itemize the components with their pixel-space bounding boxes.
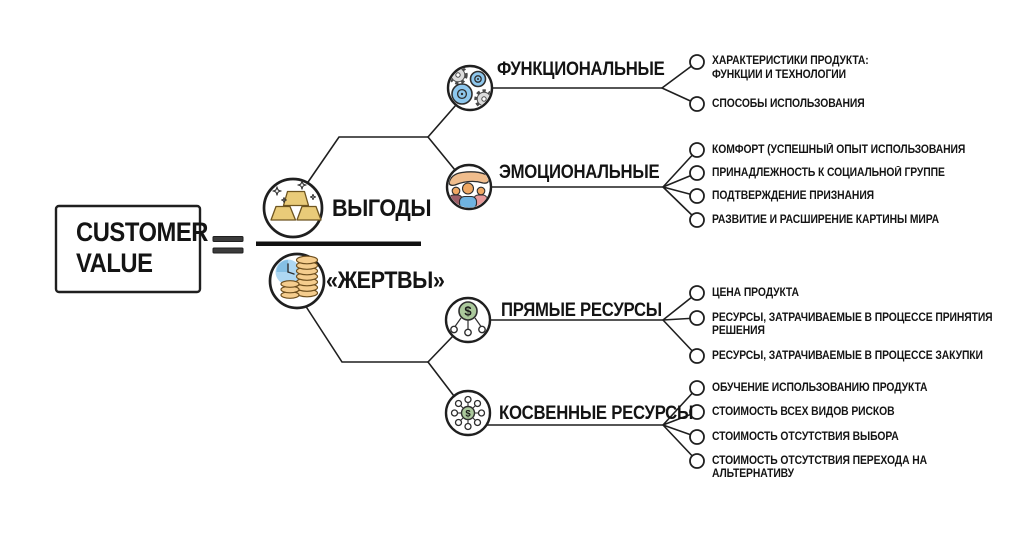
leaf-item: РЕСУРСЫ, ЗАТРАЧИВАЕМЫЕ В ПРОЦЕССЕ ПРИНЯТ…: [712, 311, 993, 338]
dollar-glyph: $: [464, 304, 472, 319]
denominator-label: «ЖЕРТВЫ»: [326, 267, 445, 294]
leaf-item: СПОСОБЫ ИСПОЛЬЗОВАНИЯ: [712, 97, 865, 110]
branch-label-indirect-resources: КОСВЕННЫЕ РЕСУРСЫ: [499, 403, 694, 424]
dollar-network-icon: $: [444, 389, 492, 437]
leaf-item: КОМФОРТ (УСПЕШНЫЙ ОПЫТ ИСПОЛЬЗОВАНИЯ: [712, 143, 966, 156]
fraction-bar: [256, 241, 421, 246]
connector-direct-fan: [662, 292, 698, 357]
leaf-item: СТОИМОСТЬ ВСЕХ ВИДОВ РИСКОВ: [712, 405, 895, 418]
connector-lines: [304, 61, 698, 462]
leaf-item: ЦЕНА ПРОДУКТА: [712, 286, 799, 299]
leaf-item: ПОДТВЕРЖДЕНИЕ ПРИЗНАНИЯ: [712, 189, 875, 202]
dollar-split-icon: $: [444, 296, 492, 344]
connector-benefits: [305, 136, 429, 186]
connector-functional-fan: [661, 61, 698, 105]
leaf-item: РАЗВИТИЕ И РАСШИРЕНИЕ КАРТИНЫ МИРА: [712, 213, 940, 226]
leaf-bullets: [689, 54, 705, 469]
branch-label-emotional: ЭМОЦИОНАЛЬНЫЕ: [499, 162, 660, 183]
leaf-item: ОБУЧЕНИЕ ИСПОЛЬЗОВАНИЮ ПРОДУКТА: [712, 381, 928, 394]
connector-emotional-fan: [662, 149, 698, 221]
coin-stack: [280, 255, 319, 299]
numerator-label: ВЫГОДЫ: [332, 195, 432, 222]
sparkle-icon: [272, 180, 317, 203]
connector-sacrifices: [304, 304, 429, 363]
connector-benefits-functional: [427, 104, 457, 138]
gear-blue-icon: [451, 70, 487, 105]
connector-sacrifices-indirect: [427, 361, 455, 397]
customer-value-title-line1: CUSTOMER: [76, 217, 209, 247]
leaf-item: ХАРАКТЕРИСТИКИ ПРОДУКТА: ФУНКЦИИ И ТЕХНО…: [712, 55, 869, 81]
gears-icon: [446, 64, 494, 112]
connector-indirect-fan: [662, 387, 698, 462]
clock-coins-icon: [268, 252, 326, 310]
leaf-item: ПРИНАДЛЕЖНОСТЬ К СОЦИАЛЬНОЙ ГРУППЕ: [712, 166, 945, 179]
gold-bars-icon: [262, 177, 324, 239]
connector-sacrifices-direct: [427, 335, 454, 363]
branch-label-direct-resources: ПРЯМЫЕ РЕСУРСЫ: [501, 300, 662, 321]
people-hand-icon: [445, 163, 493, 211]
branch-label-functional: ФУНКЦИОНАЛЬНЫЕ: [497, 59, 665, 80]
equals-sign: [212, 236, 244, 254]
leaf-item: РЕСУРСЫ, ЗАТРАЧИВАЕМЫЕ В ПРОЦЕССЕ ЗАКУПК…: [712, 349, 983, 362]
connector-benefits-emotional: [427, 136, 456, 171]
customer-value-title-line2: VALUE: [76, 248, 153, 278]
leaf-item: СТОИМОСТЬ ОТСУТСТВИЯ ПЕРЕХОДА НА АЛЬТЕРН…: [712, 454, 928, 481]
dollar-glyph: $: [465, 409, 471, 420]
customer-value-box: [54, 204, 202, 294]
leaf-item: СТОИМОСТЬ ОТСУТСТВИЯ ВЫБОРА: [712, 430, 899, 443]
